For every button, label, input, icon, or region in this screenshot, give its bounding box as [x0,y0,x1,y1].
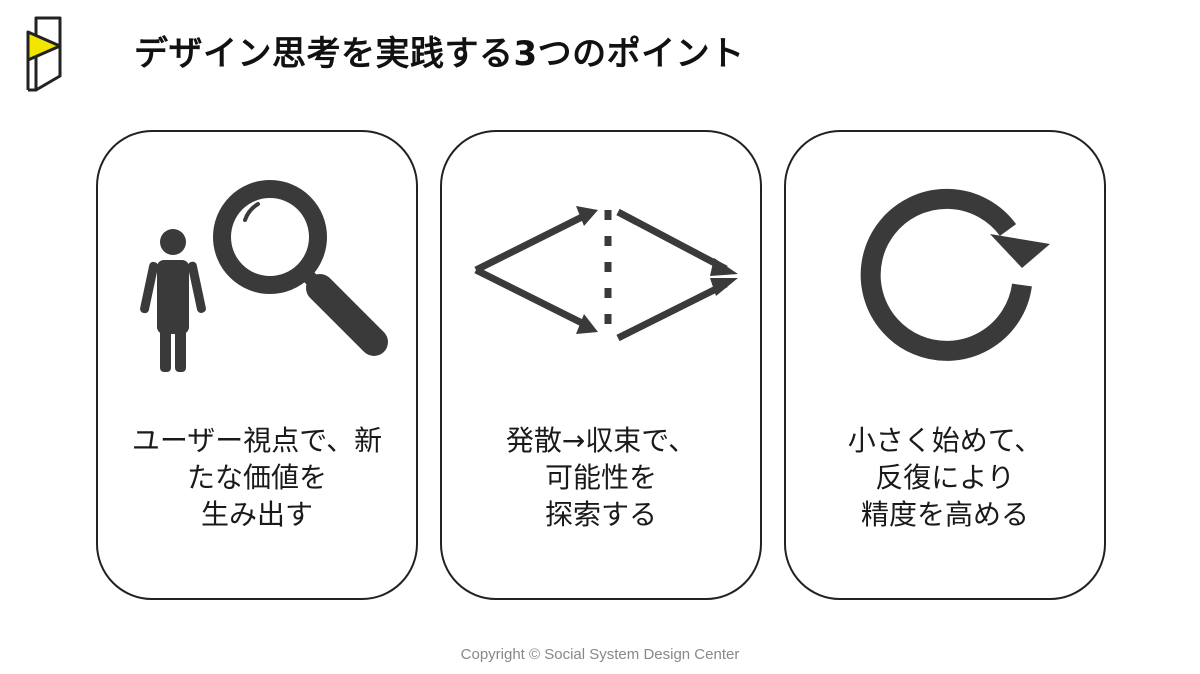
card-text-line: 生み出す [200,498,313,531]
card-text-line: ユーザー視点で、新 [131,424,383,457]
person-magnifier-icon [140,180,388,372]
card-text-line: 反復により [875,461,1015,494]
card-text-line: 精度を高める [860,498,1029,531]
card-text-line: 発散→収束で、 [505,424,697,457]
diverge-converge-icon [474,206,738,342]
card-text-line: 可能性を [544,461,657,494]
card-text: 小さく始めて、 反復により 精度を高める [786,422,1104,533]
card-text: 発散→収束で、 可能性を 探索する [442,422,760,533]
point-card-iteration: 小さく始めて、 反復により 精度を高める [784,130,1106,600]
copyright-footer: Copyright © Social System Design Center [460,646,740,663]
card-text: ユーザー視点で、新 たな価値を 生み出す [98,422,416,533]
card-text-line: 小さく始めて、 [847,424,1043,457]
point-card-diverge-converge: 発散→収束で、 可能性を 探索する [440,130,762,600]
page-title: デザイン思考を実践する3つのポイント [134,34,745,74]
circular-arrow-icon [860,188,1050,361]
card-text-line: たな価値を [186,461,327,494]
brand-logo-icon [26,16,62,92]
point-card-user-perspective: ユーザー視点で、新 たな価値を 生み出す [96,130,418,600]
card-text-line: 探索する [544,498,657,531]
